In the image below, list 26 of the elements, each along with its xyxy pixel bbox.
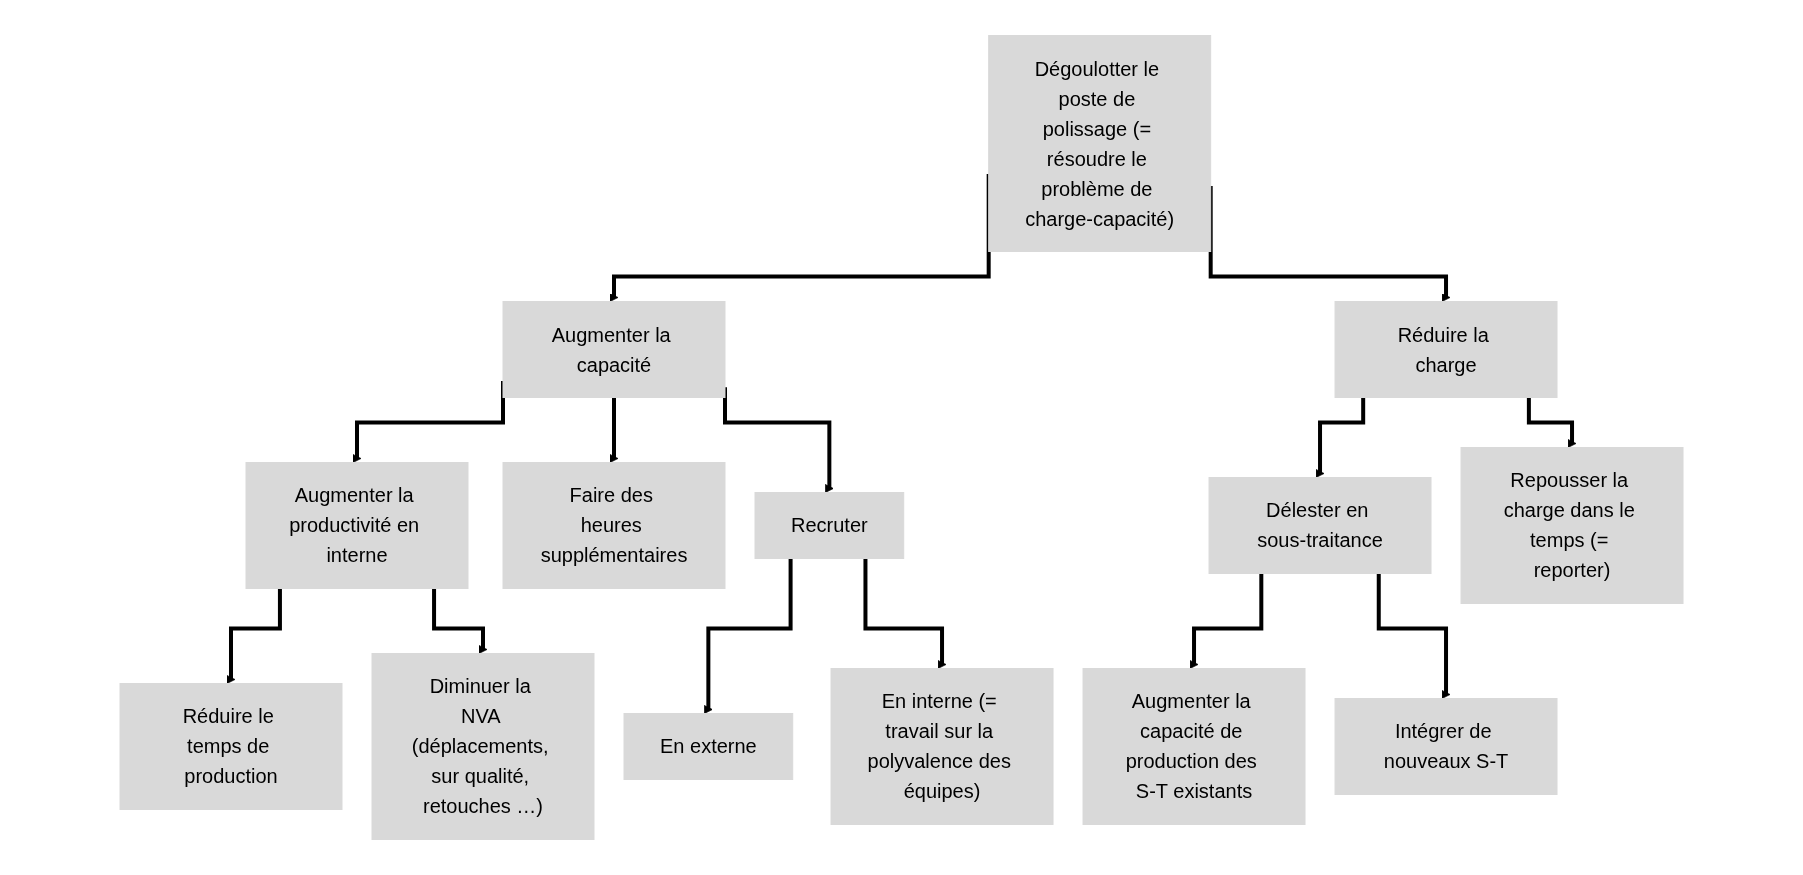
node-box: Augmenter la capacité <box>502 301 726 398</box>
node-box: Recruter <box>754 492 905 559</box>
node-box: Augmenter la capacité de production des S-T existants <box>1082 668 1306 825</box>
node-box: Dégoulotter le poste de polissage (= résoudre le problème de charge-capacité) <box>988 35 1212 252</box>
arrow <box>226 588 282 684</box>
node-box: Diminuer la NVA (déplacements, sur qualité, retouches …) <box>371 653 595 840</box>
arrow <box>1376 573 1451 699</box>
node-box: Réduire le temps de production <box>119 683 343 810</box>
arrow <box>863 558 947 669</box>
arrow <box>1526 397 1577 448</box>
node-box: En externe <box>623 713 794 780</box>
node-box: Intégrer de nouveaux S-T <box>1334 698 1558 795</box>
arrow <box>1208 186 1451 302</box>
node-box: Délester en sous-traitance <box>1208 477 1432 574</box>
node-box: Faire des heures supplémentaires <box>502 462 726 589</box>
arrow <box>1189 573 1264 669</box>
node-box: Repousser la charge dans le temps (= reporter) <box>1460 447 1684 604</box>
node-box: Augmenter la productivité en interne <box>245 462 469 589</box>
node-box: Réduire la charge <box>1334 301 1558 398</box>
arrow <box>1315 397 1366 478</box>
node-box: En interne (= travail sur la polyvalence des équipes) <box>830 668 1054 825</box>
arrow <box>609 173 991 302</box>
arrow <box>609 397 619 463</box>
arrow <box>432 588 488 654</box>
arrow <box>703 558 793 714</box>
arrow <box>723 387 834 493</box>
